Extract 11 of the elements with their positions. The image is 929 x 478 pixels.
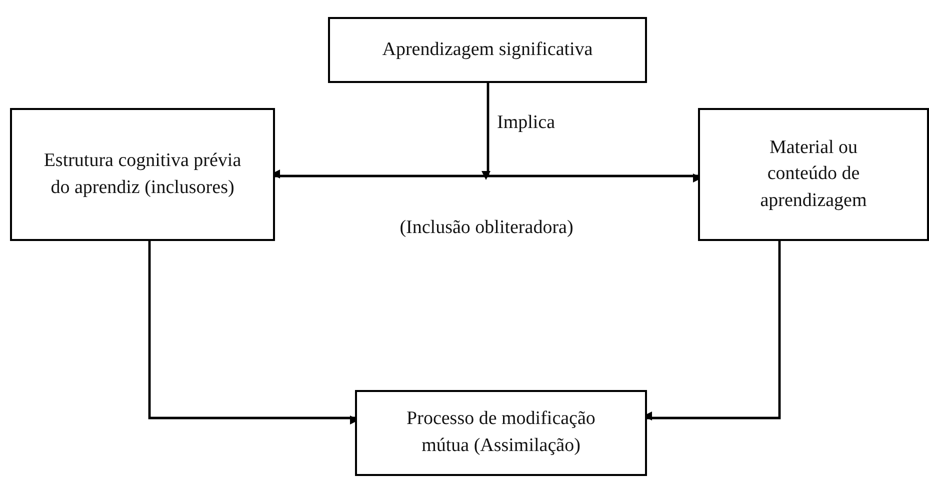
arrow <box>482 83 490 180</box>
box-text: Aprendizagem significativa <box>382 38 593 62</box>
edge-label: (Inclusão obliteradora) <box>400 217 574 239</box>
edge-label: Implica <box>497 112 556 134</box>
process-box <box>10 108 275 241</box>
box-text: Material ou conteúdo de aprendizagem <box>759 136 868 213</box>
process-box <box>698 108 929 241</box>
box-text: Processo de modificação mútua (Assimilação) <box>406 407 596 458</box>
process-box <box>328 17 647 83</box>
box-text: Estrutura cognitiva prévia do aprendiz (inclusores) <box>42 148 242 200</box>
process-box <box>355 390 647 476</box>
